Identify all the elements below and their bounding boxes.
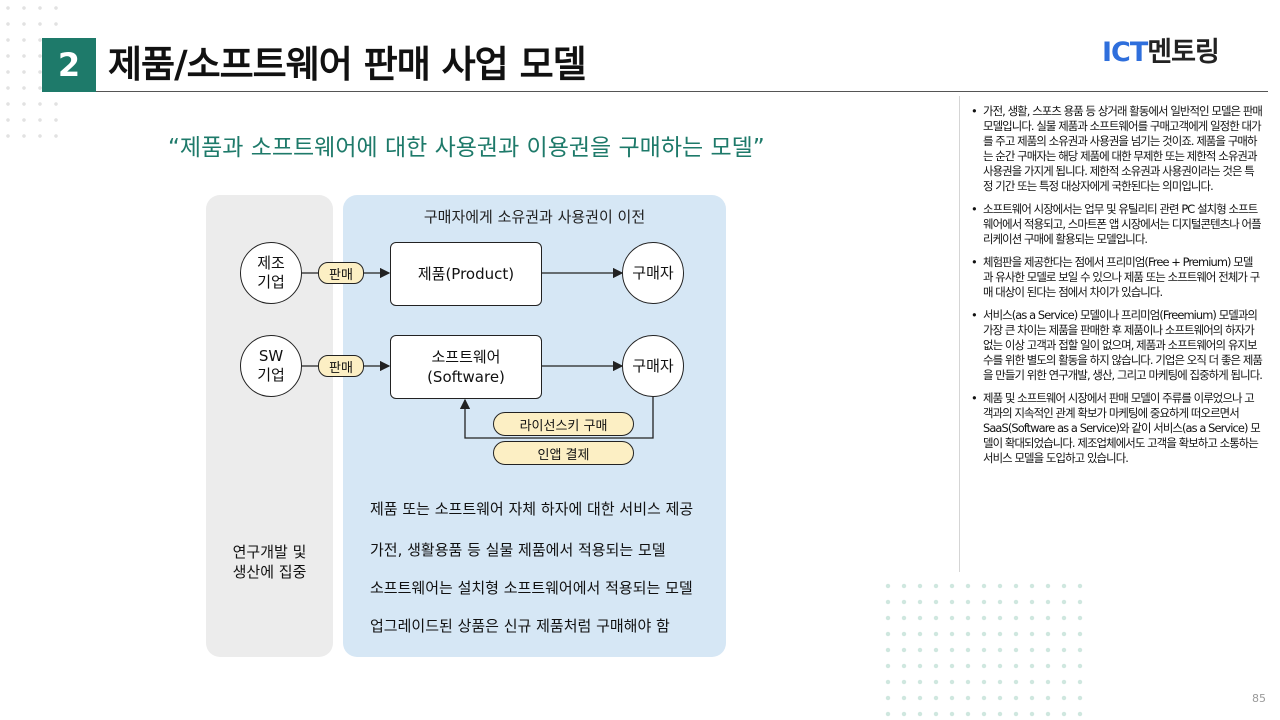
buyer-circle-product: 구매자	[622, 242, 684, 304]
logo: ICT멘토링	[1102, 30, 1220, 69]
sw-company-label: SW 기업	[257, 347, 285, 384]
sale-badge-product: 판매	[318, 262, 364, 284]
note-item: 서비스(as a Service) 모델이나 프리미엄(Freemium) 모델…	[970, 308, 1263, 383]
sw-company-circle: SW 기업	[240, 335, 302, 397]
note-item: 제품 및 소프트웨어 시장에서 판매 모델이 주류를 이루었으나 고객과의 지속…	[970, 391, 1262, 466]
benefit-item: 가전, 생활용품 등 실물 제품에서 적용되는 모델	[370, 541, 666, 559]
logo-mentoring: 멘토링	[1147, 37, 1220, 68]
maker-company-label: 제조 기업	[257, 254, 285, 291]
software-label: 소프트웨어 (Software)	[427, 348, 505, 386]
benefit-item: 업그레이드된 상품은 신규 제품처럼 구매해야 함	[370, 617, 670, 635]
product-box: 제품(Product)	[390, 242, 542, 306]
benefit-item: 소프트웨어는 설치형 소프트웨어에서 적용되는 모델	[370, 579, 693, 597]
ownership-caption: 구매자에게 소유권과 사용권이 이전	[423, 208, 646, 226]
notes-list: 가전, 생활, 스포츠 용품 등 상거래 활동에서 일반적인 모델은 판매 모델…	[970, 104, 1263, 474]
column-divider	[959, 96, 960, 572]
title-underline	[96, 91, 1268, 92]
benefit-item: 제품 또는 소프트웨어 자체 하자에 대한 서비스 제공	[370, 500, 694, 518]
note-item: 소프트웨어 시장에서는 업무 및 유틸리티 관련 PC 설치형 소프트웨어에서 …	[970, 202, 1262, 247]
software-box: 소프트웨어 (Software)	[390, 335, 542, 399]
maker-company-circle: 제조 기업	[240, 242, 302, 304]
page-number: 85	[1252, 692, 1266, 705]
rnd-focus-label: 연구개발 및 생산에 집중	[232, 543, 307, 581]
in-app-payment-badge: 인앱 결제	[493, 441, 634, 465]
page-title: 제품/소프트웨어 판매 사업 모델	[108, 43, 587, 86]
note-item: 체험판을 제공한다는 점에서 프리미엄(Free + Premium) 모델과 …	[970, 255, 1262, 300]
buyer-circle-software: 구매자	[622, 335, 684, 397]
arrow-license-loop	[459, 397, 654, 439]
section-number: 2	[42, 38, 96, 92]
note-item: 가전, 생활, 스포츠 용품 등 상거래 활동에서 일반적인 모델은 판매 모델…	[970, 104, 1263, 194]
model-quote: “제품과 소프트웨어에 대한 사용권과 이용권을 구매하는 모델”	[168, 135, 765, 161]
license-key-purchase-badge: 라이선스키 구매	[493, 412, 634, 436]
logo-ict: ICT	[1102, 37, 1148, 68]
sale-badge-software: 판매	[318, 355, 364, 377]
decorative-dots-bottom-right	[880, 578, 1090, 720]
